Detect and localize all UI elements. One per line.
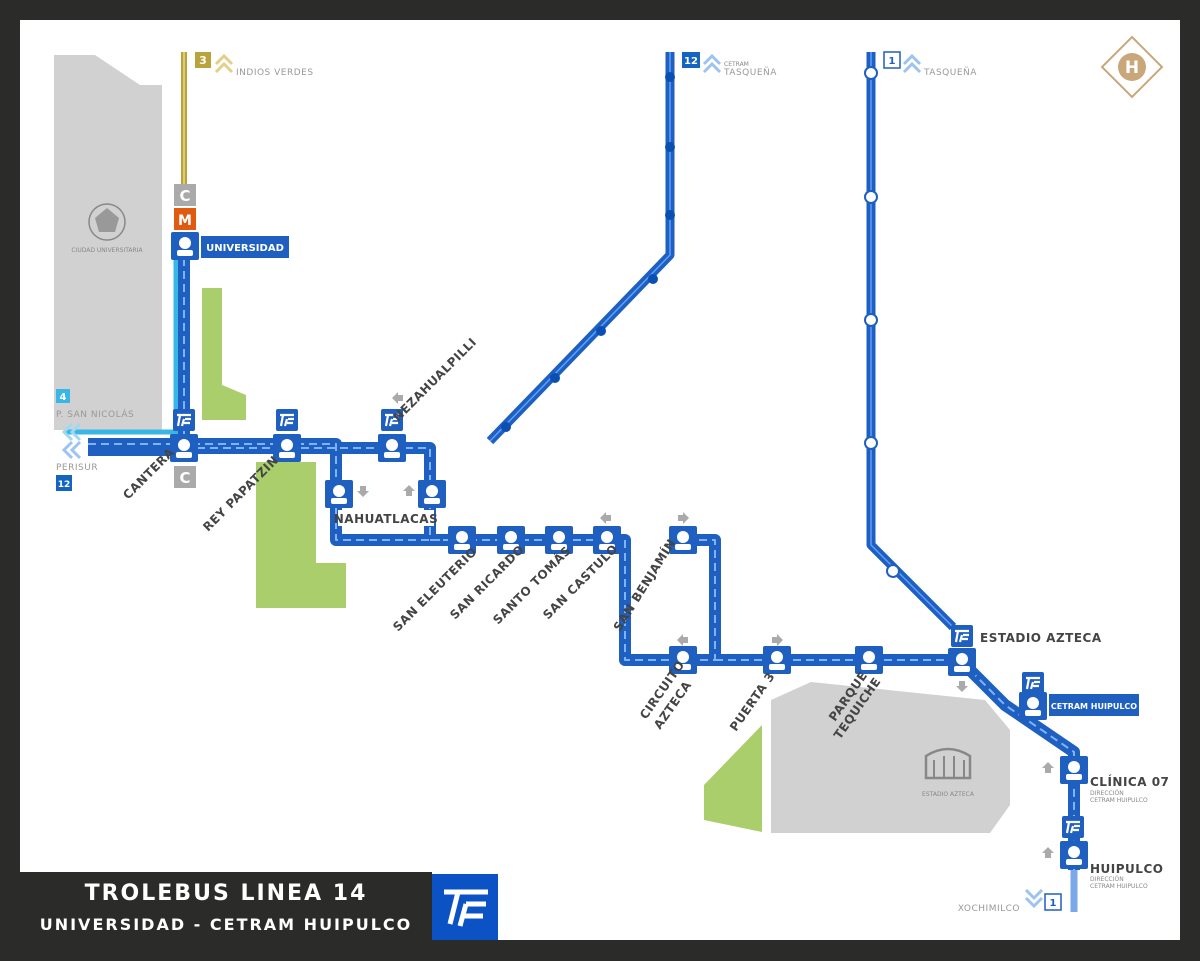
metrobus-12-badge: 12 <box>56 475 72 491</box>
svg-text:4: 4 <box>60 392 67 403</box>
svg-text:H: H <box>1125 58 1139 78</box>
station-huipulco[interactable]: HUIPULCO DIRECCIÓN CETRAM HUIPULCO <box>1042 814 1163 890</box>
trolebus-logo-icon <box>432 874 498 940</box>
station-cetram-huipulco[interactable]: CETRAM HUIPULCO <box>1019 670 1139 720</box>
metrobus-line-4 <box>66 260 179 435</box>
huipulco-emblem-icon: H <box>1100 35 1164 99</box>
estadio-azteca-zone <box>771 682 1010 833</box>
tren-1-badge: 1 <box>883 51 901 69</box>
metrobus-4-badge: 4 <box>56 389 70 403</box>
metro-m-icon: M <box>174 208 196 230</box>
station-universidad[interactable]: UNIVERSIDAD <box>171 232 289 260</box>
chevron-up-icon <box>702 53 722 74</box>
stadium-icon <box>924 747 972 780</box>
ciudad-universitaria-zone <box>54 55 162 430</box>
svg-text:3: 3 <box>199 54 207 67</box>
footer-subtitle: UNIVERSIDAD - CETRAM HUIPULCO <box>40 915 413 934</box>
chevron-left-icon <box>61 440 82 460</box>
tasquena-label-1: TASQUEÑA <box>723 67 777 78</box>
metro-12-badge: 12 <box>682 52 700 68</box>
green-area-2 <box>256 462 346 608</box>
perisur-label: PERISUR <box>56 463 98 473</box>
cetram-label: CETRAM <box>724 61 749 68</box>
cu-seal-icon <box>88 203 126 241</box>
chevron-left-icon <box>61 422 82 442</box>
footer-title: TROLEBUS LINEA 14 <box>85 881 368 906</box>
p-san-nicolas-label: P. SAN NICOLÁS <box>56 408 134 420</box>
cetram-huipulco-small-1: CETRAM HUIPULCO <box>1090 797 1148 804</box>
svg-text:1: 1 <box>1050 898 1057 909</box>
metro-3-badge: 3 <box>195 52 211 68</box>
svg-text:12: 12 <box>58 480 71 490</box>
cu-label-1: CIUDAD UNIVERSITARIA <box>71 247 143 254</box>
direccion-label-1: DIRECCIÓN <box>1090 790 1124 797</box>
station-cetram-huipulco-label: CETRAM HUIPULCO <box>1051 702 1137 711</box>
chevron-up-icon <box>214 53 234 74</box>
station-nahuatlacas-label: NAHUATLACAS <box>334 512 438 526</box>
cetram-huipulco-small-2: CETRAM HUIPULCO <box>1090 883 1148 890</box>
station-estadio-azteca[interactable]: ESTADIO AZTECA <box>948 623 1102 692</box>
station-huipulco-label: HUIPULCO <box>1090 862 1163 876</box>
estadio-zone-label: ESTADIO AZTECA <box>922 791 975 798</box>
tren-1b-badge: 1 <box>1044 893 1062 911</box>
station-universidad-label: UNIVERSIDAD <box>206 243 284 254</box>
direccion-label-2: DIRECCIÓN <box>1090 876 1124 883</box>
green-area-1 <box>202 288 246 420</box>
indios-verdes-label: INDIOS VERDES <box>236 68 314 78</box>
svg-text:1: 1 <box>889 56 896 67</box>
station-clinica-07-label: CLÍNICA 07 <box>1090 774 1169 789</box>
svg-text:C: C <box>179 187 190 205</box>
metro-c-icon: C <box>174 184 196 206</box>
svg-text:M: M <box>178 213 192 229</box>
station-clinica-07[interactable]: CLÍNICA 07 DIRECCIÓN CETRAM HUIPULCO <box>1042 756 1169 804</box>
station-nahuatlacas[interactable]: NAHUATLACAS <box>325 480 446 526</box>
svg-text:12: 12 <box>684 56 698 67</box>
station-estadio-azteca-label: ESTADIO AZTECA <box>980 631 1102 645</box>
chevron-down-icon <box>1024 888 1044 909</box>
tasquena-label-2: TASQUEÑA <box>923 67 977 78</box>
xochimilco-label: XOCHIMILCO <box>958 904 1020 914</box>
svg-text:C: C <box>179 469 190 487</box>
chevron-up-icon <box>902 53 922 74</box>
footer-panel <box>20 872 432 940</box>
green-area-3 <box>704 725 762 832</box>
